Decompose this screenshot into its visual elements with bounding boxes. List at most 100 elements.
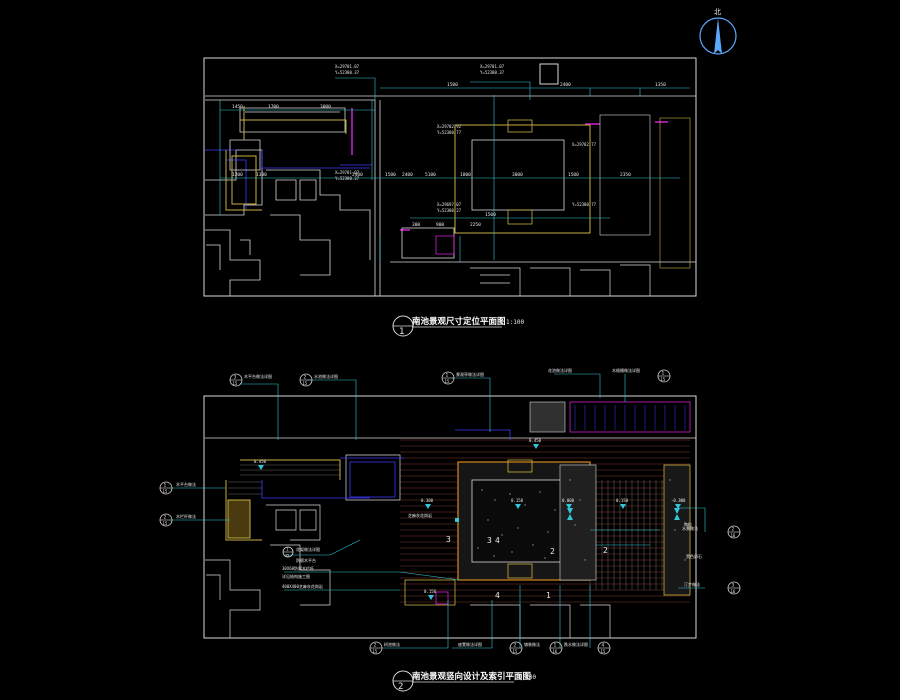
callout-text: 木格栅做法详图: [612, 367, 640, 373]
callout-num: 3: [234, 375, 237, 381]
coord-label: Y=52380.27: [437, 208, 462, 213]
coord-label: X=29701.07: [480, 64, 505, 69]
callout-icon: 1 15 木平台做法: [159, 481, 196, 495]
callout-icon: 1 16 跌水做法详图: [549, 641, 588, 655]
callout-icon: 2 15 木栏杆做法: [159, 513, 196, 527]
callout-text: 铺装做法: [524, 641, 540, 647]
callout-icon: 2 16 水景做法: [682, 525, 741, 539]
plan1-title-block: 1 南池景观尺寸定位平面图 1:100: [392, 315, 524, 337]
elevation-marker-icon: 0.300: [421, 498, 434, 509]
coord-label: Y=52380.37: [335, 176, 360, 181]
plan1-number: 1: [399, 327, 404, 337]
callout-icon: 花池做法详图: [548, 367, 572, 373]
elevation-marker-icon: 0.150: [511, 498, 524, 509]
callout-text: 跌水做法详图: [564, 641, 588, 647]
callout-icon: 1 15 景观亭做法详图: [441, 371, 484, 385]
callout-sheet: 15: [285, 554, 289, 558]
north-label: 北: [714, 8, 721, 16]
coord-label: Y=52380.37: [335, 70, 360, 75]
side-tag-text: 木平台做法: [176, 481, 196, 487]
side-tag-num: 2: [164, 515, 167, 521]
plan2-title: 南池景观竖向设计及索引平面图: [412, 671, 531, 682]
plan2-scale: 1:100: [518, 674, 536, 681]
coord-label: Y=52380.37: [480, 70, 505, 75]
elevation-text: 0.150: [511, 498, 524, 503]
callout-num: 2: [514, 643, 517, 649]
coord-label: Y=52380.77: [572, 202, 597, 207]
callout-sheet: 15: [601, 649, 606, 654]
side-tag-num: 1: [164, 483, 167, 489]
side-tag-sheet: 15: [163, 521, 168, 526]
plan2-title-block: 2 南池景观竖向设计及索引平面图 1:100: [392, 670, 536, 692]
north-arrow-icon: 北: [699, 8, 737, 55]
callout-text: 木平台做法详图: [244, 373, 272, 379]
side-tag-sheet: 15: [163, 489, 168, 494]
callout-text: 花架做法详图: [296, 546, 320, 552]
callout-icon: 3 15 木平台做法详图: [229, 373, 272, 387]
dim-text: 3000: [320, 104, 331, 110]
dim-text: 2250: [470, 222, 481, 228]
dim-text: 1500: [385, 172, 396, 178]
side-tag-text: 木栏杆做法: [176, 513, 196, 519]
plan1-title: 南池景观尺寸定位平面图: [412, 316, 506, 327]
callout-num: 1: [286, 547, 289, 552]
elevation-text: 0.450: [529, 438, 542, 443]
callout-sheet: 15: [661, 377, 666, 382]
dim-text: 2400: [560, 82, 571, 88]
callout-num: 1: [662, 371, 665, 377]
dim-text: 300: [412, 222, 420, 228]
callout-text: 树池做法: [384, 641, 400, 647]
dim-text: 1200: [232, 172, 243, 178]
dim-text: 1350: [655, 82, 666, 88]
dim-text: 5100: [425, 172, 436, 178]
region-number: 3: [487, 536, 492, 545]
note-text: 芝麻灰花岗岩: [408, 512, 432, 518]
callout-icon: 3 16 汀步做法: [684, 581, 741, 595]
elevation-marker-icon: 0.450: [254, 459, 267, 470]
callout-text: 座凳做法详图: [458, 641, 482, 647]
dim-text: 2400: [352, 172, 363, 178]
callout-sheet: 15: [303, 381, 308, 386]
side-tag-num: 2: [732, 527, 735, 533]
elevation-text: 0.150: [616, 498, 629, 503]
plan1-drawing: 1450 1700 3000 1500 2400 1350 1200 1300 …: [203, 57, 697, 297]
dim-text: 3000: [512, 172, 523, 178]
dim-text: 1300: [256, 172, 267, 178]
elevation-text: 0.150: [424, 589, 437, 594]
coord-label: X=29702.92: [437, 124, 462, 129]
note-text: 陶粒: [684, 521, 692, 527]
dim-text: 1700: [268, 104, 279, 110]
note-text: 详见结构施工图: [282, 573, 310, 579]
note-text: 30X60防腐木栏杆: [282, 565, 314, 571]
dim-text: 900: [436, 222, 444, 228]
dim-text: 1450: [232, 104, 243, 110]
elevation-marker-icon: 0.150: [616, 498, 629, 509]
plan2-drawing: 3 15 木平台做法详图 2 15 水池做法详图 1 15 景观亭做法详图 花池…: [159, 367, 741, 655]
plan2-number: 2: [398, 682, 403, 692]
callout-sheet: 15: [445, 379, 450, 384]
region-number: 1: [546, 591, 551, 600]
callout-sheet: 16: [553, 649, 558, 654]
note-text: 黑色卵石: [686, 553, 702, 559]
coord-label: X=29697.07: [437, 202, 462, 207]
callout-num: 4: [602, 643, 605, 649]
elevation-text: -0.300: [671, 498, 686, 503]
side-tag-num: 3: [732, 583, 735, 589]
callout-icon: 2 15 树池做法: [369, 641, 400, 655]
coord-label: X=29701.07: [335, 64, 360, 69]
region-number: 2: [550, 547, 555, 556]
callout-num: 2: [304, 375, 307, 381]
region-number: 4: [495, 591, 500, 600]
callout-icon: 2 15 水池做法详图: [299, 373, 338, 387]
callout-icon: 1 15 花架做法详图: [282, 546, 320, 558]
callout-sheet: 15: [373, 649, 378, 654]
side-tag-text: 水景做法: [682, 525, 698, 531]
elevation-markers: 0.450 0.300 0.150 0.150 0.450 0.000: [254, 438, 686, 600]
callout-sheet: 15: [513, 649, 518, 654]
callout-text: 景观亭做法详图: [456, 371, 484, 377]
plan1-scale: 1:100: [506, 319, 524, 326]
callout-icon: 4 15: [597, 641, 611, 655]
side-tag-text: 汀步做法: [684, 581, 700, 587]
dim-text: 2350: [620, 172, 631, 178]
